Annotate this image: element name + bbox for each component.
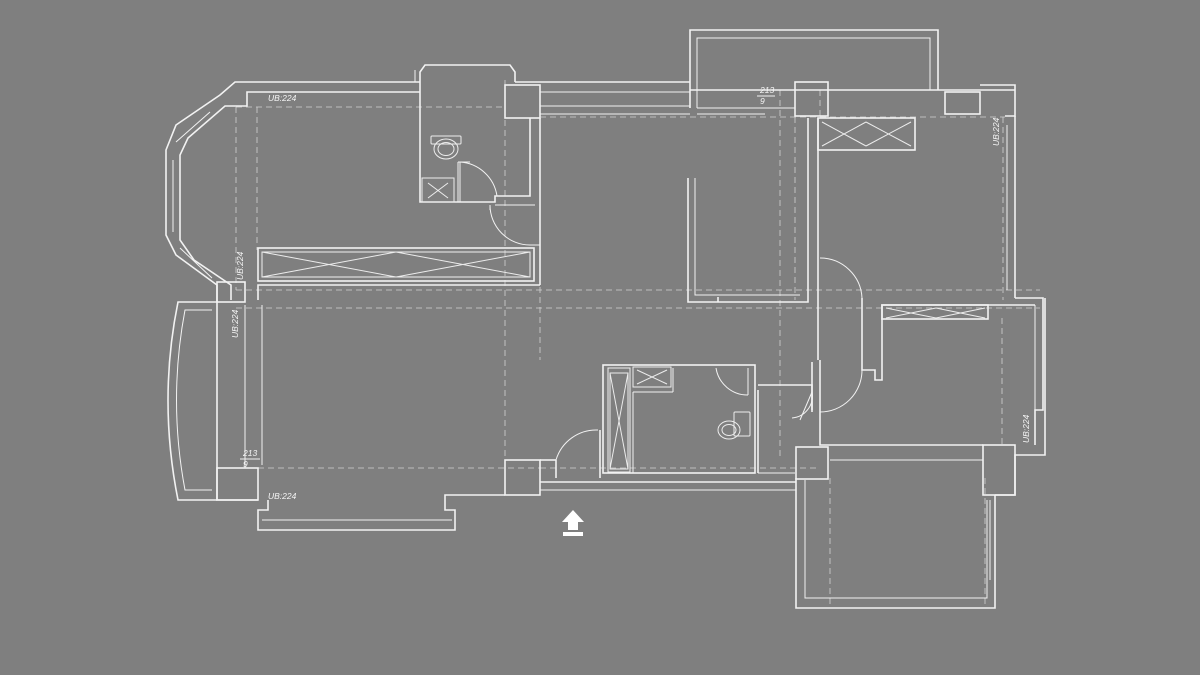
exterior-walls: [165, 29, 1046, 609]
dimension-label-top: 213 9: [757, 85, 775, 106]
dimension-top-number: 213: [759, 85, 774, 95]
ub-label-top-left: UB:224: [268, 93, 297, 103]
ub-label-left-lower: UB:224: [230, 309, 240, 338]
dimension-left-denominator: 9: [243, 459, 248, 469]
dimension-top-denominator: 9: [760, 96, 765, 106]
up-arrow-icon: [562, 510, 584, 536]
ub-label-right-lower: UB:224: [1021, 414, 1031, 443]
dimension-label-left: 213 9: [240, 448, 260, 469]
toilet-top: [430, 135, 462, 160]
reference-lines: [235, 80, 1040, 605]
doors: [459, 161, 863, 461]
dimension-left-number: 213: [242, 448, 257, 458]
ub-label-top-right: UB:224: [991, 117, 1001, 146]
toilet-bottom: [717, 411, 751, 440]
ub-label-left-upper: UB:224: [235, 251, 245, 280]
interior-walls: [257, 92, 1035, 478]
ub-label-bottom-left: UB:224: [268, 491, 297, 501]
